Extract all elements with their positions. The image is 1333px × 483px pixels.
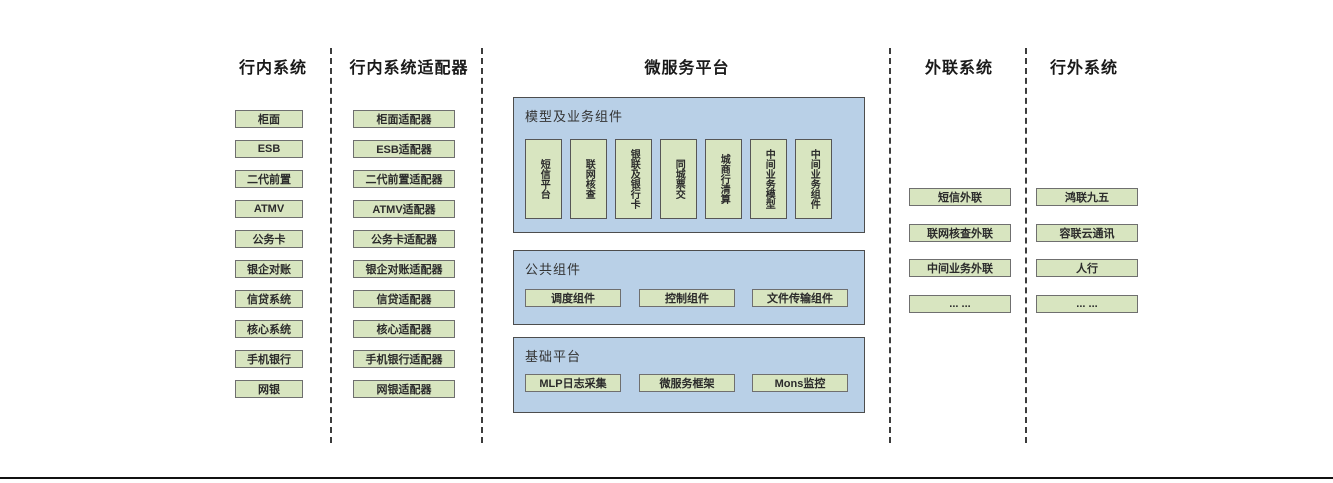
adapter-box: 信贷适配器 [353, 290, 455, 308]
model-component-box: 中间业务组件 [795, 139, 832, 219]
adapter-box: 手机银行适配器 [353, 350, 455, 368]
column-title-outreach-systems: 外联系统 [924, 60, 994, 77]
outreach-system-box: ... ... [909, 295, 1011, 313]
external-system-box: 容联云通讯 [1036, 224, 1138, 242]
internal-system-box: 手机银行 [235, 350, 303, 368]
model-component-box: 联网核查 [570, 139, 607, 219]
base-platform-box: MLP日志采集 [525, 374, 621, 392]
external-system-box: 人行 [1036, 259, 1138, 277]
common-component-box: 文件传输组件 [752, 289, 848, 307]
internal-system-box: 网银 [235, 380, 303, 398]
panel-base-platform: 基础平台 MLP日志采集 微服务框架 Mons监控 [513, 337, 865, 413]
model-component-box: 同城票交 [660, 139, 697, 219]
divider-dashed-line-1 [330, 48, 332, 443]
outreach-system-box: 联网核查外联 [909, 224, 1011, 242]
panel-model-business-components: 模型及业务组件 短信平台 联网核查 银联及银行卡 同城票交 城商行清算 中间业务… [513, 97, 865, 233]
adapter-box: 二代前置适配器 [353, 170, 455, 188]
common-component-box: 调度组件 [525, 289, 621, 307]
internal-system-box: 信贷系统 [235, 290, 303, 308]
bottom-rule [0, 477, 1333, 479]
divider-dashed-line-4 [1025, 48, 1027, 443]
panel-label: 模型及业务组件 [525, 109, 624, 124]
adapter-box: ESB适配器 [353, 140, 455, 158]
external-system-box: 鸿联九五 [1036, 188, 1138, 206]
outreach-system-box: 短信外联 [909, 188, 1011, 206]
internal-system-box: 银企对账 [235, 260, 303, 278]
panel-common-components: 公共组件 调度组件 控制组件 文件传输组件 [513, 250, 865, 325]
adapter-box: 柜面适配器 [353, 110, 455, 128]
adapter-box: 公务卡适配器 [353, 230, 455, 248]
model-component-box: 中间业务模型 [750, 139, 787, 219]
internal-system-box: ATMV [235, 200, 303, 218]
outreach-system-box: 中间业务外联 [909, 259, 1011, 277]
internal-system-box: 核心系统 [235, 320, 303, 338]
adapter-box: 银企对账适配器 [353, 260, 455, 278]
base-platform-box: 微服务框架 [639, 374, 735, 392]
internal-system-box: ESB [235, 140, 303, 158]
internal-system-box: 柜面 [235, 110, 303, 128]
model-component-box: 银联及银行卡 [615, 139, 652, 219]
model-component-box: 短信平台 [525, 139, 562, 219]
external-system-box: ... ... [1036, 295, 1138, 313]
divider-dashed-line-3 [889, 48, 891, 443]
internal-system-box: 公务卡 [235, 230, 303, 248]
base-platform-box: Mons监控 [752, 374, 848, 392]
column-title-internal-adapters: 行内系统适配器 [349, 60, 469, 77]
internal-system-box: 二代前置 [235, 170, 303, 188]
panel-label: 公共组件 [525, 262, 582, 277]
column-title-external-systems: 行外系统 [1049, 60, 1119, 77]
common-component-box: 控制组件 [639, 289, 735, 307]
adapter-box: ATMV适配器 [353, 200, 455, 218]
adapter-box: 核心适配器 [353, 320, 455, 338]
adapter-box: 网银适配器 [353, 380, 455, 398]
column-title-internal-systems: 行内系统 [238, 60, 308, 77]
model-component-box: 城商行清算 [705, 139, 742, 219]
column-title-microservice-platform: 微服务平台 [644, 60, 730, 77]
panel-label: 基础平台 [525, 349, 582, 364]
divider-dashed-line-2 [481, 48, 483, 443]
